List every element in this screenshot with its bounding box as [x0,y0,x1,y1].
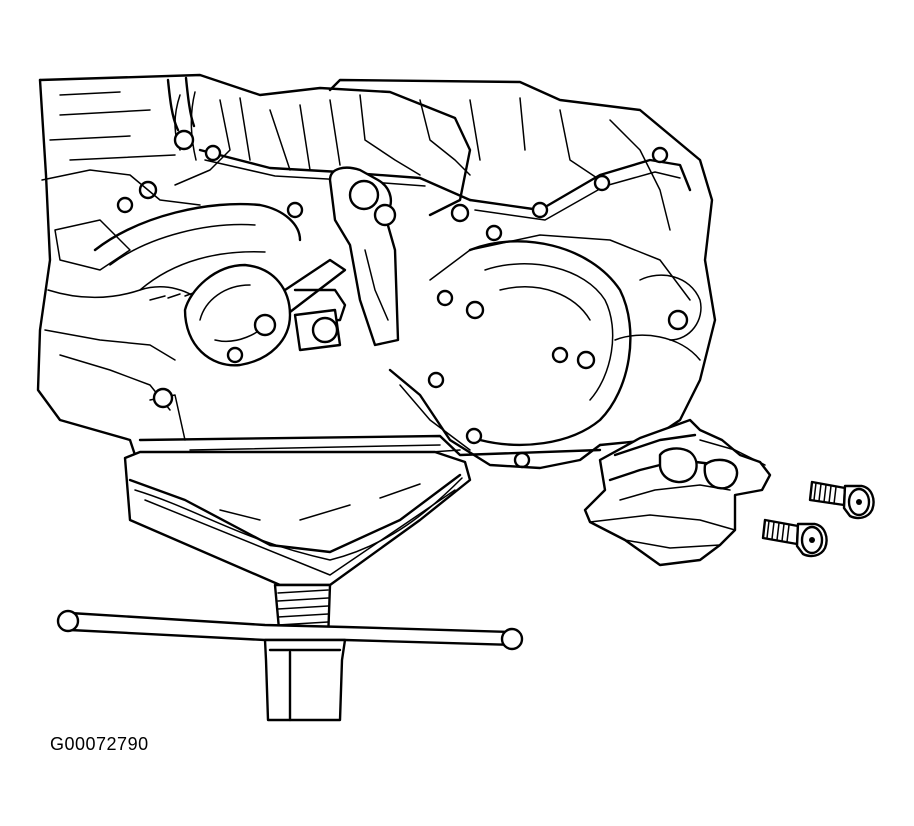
transaxle-mount-icon [583,418,772,567]
mount-bolt-icon [761,480,875,558]
transaxle-case-icon [328,78,717,470]
engine-mount-icon [183,263,342,367]
figure-id-label: G00072790 [50,734,149,754]
jack-stand-icon [56,450,524,722]
engine-block-icon [36,73,472,472]
